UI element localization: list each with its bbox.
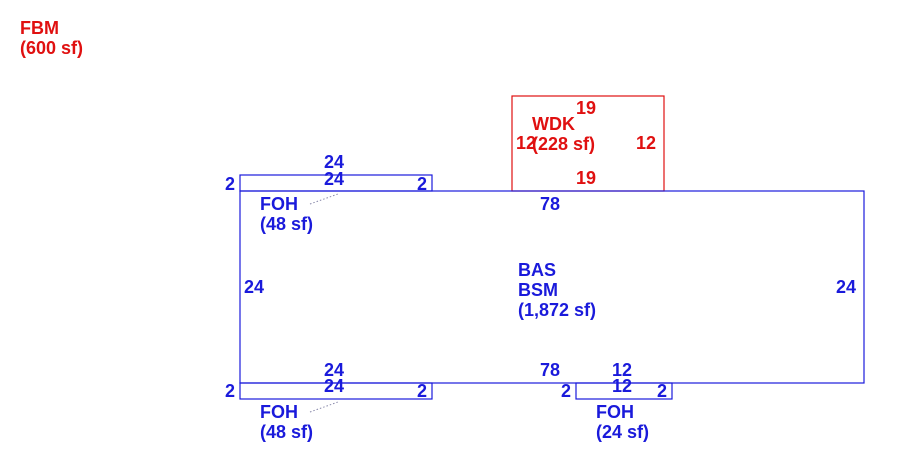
bas-area: (1,872 sf) <box>518 300 596 320</box>
foh-top-left-left-dim: 2 <box>225 174 235 194</box>
wdk-area: (228 sf) <box>532 134 595 154</box>
foh-bottom-left-outline <box>239 382 433 400</box>
wdk-label: WDK <box>532 114 575 134</box>
foh-bottom-right-left-dim: 2 <box>561 381 571 401</box>
foh-bottom-left-leader <box>309 401 339 413</box>
foh-bottom-left-label: FOH <box>260 402 298 422</box>
foh-top-left-area: (48 sf) <box>260 214 313 234</box>
foh-bottom-left-bottom-dim: 24 <box>324 376 344 396</box>
bas-bottom-dim: 78 <box>540 360 560 380</box>
bas-top-dim: 78 <box>540 194 560 214</box>
foh-bottom-right-bottom-dim: 12 <box>612 376 632 396</box>
wdk-right-dim: 12 <box>636 133 656 153</box>
foh-top-left-label: FOH <box>260 194 298 214</box>
foh-bottom-right-outline <box>575 382 673 400</box>
foh-bottom-right-area: (24 sf) <box>596 422 649 442</box>
bas-right-dim: 24 <box>836 277 856 297</box>
wdk-bottom-dim: 19 <box>576 168 596 188</box>
fbm-label: FBM <box>20 18 59 38</box>
foh-bottom-right-right-dim: 2 <box>657 381 667 401</box>
foh-top-left-outline <box>239 174 433 192</box>
foh-bottom-left-left-dim: 2 <box>225 381 235 401</box>
foh-bottom-right-label: FOH <box>596 402 634 422</box>
foh-bottom-left-area: (48 sf) <box>260 422 313 442</box>
foh-top-left-bottom-dim: 24 <box>324 169 344 189</box>
fbm-area: (600 sf) <box>20 38 83 58</box>
bas-label: BAS <box>518 260 556 280</box>
foh-top-left-leader <box>309 193 339 205</box>
foh-top-left-right-dim: 2 <box>417 174 427 194</box>
foh-top-left-top-dim: 24 <box>324 152 344 172</box>
bas-outline <box>239 190 865 384</box>
foh-bottom-right-top-dim: 12 <box>612 360 632 380</box>
bsm-label: BSM <box>518 280 558 300</box>
foh-bottom-left-right-dim: 2 <box>417 381 427 401</box>
bas-left-dim: 24 <box>244 277 264 297</box>
wdk-left-dim: 12 <box>516 133 536 153</box>
wdk-top-dim: 19 <box>576 98 596 118</box>
foh-bottom-left-top-dim: 24 <box>324 360 344 380</box>
